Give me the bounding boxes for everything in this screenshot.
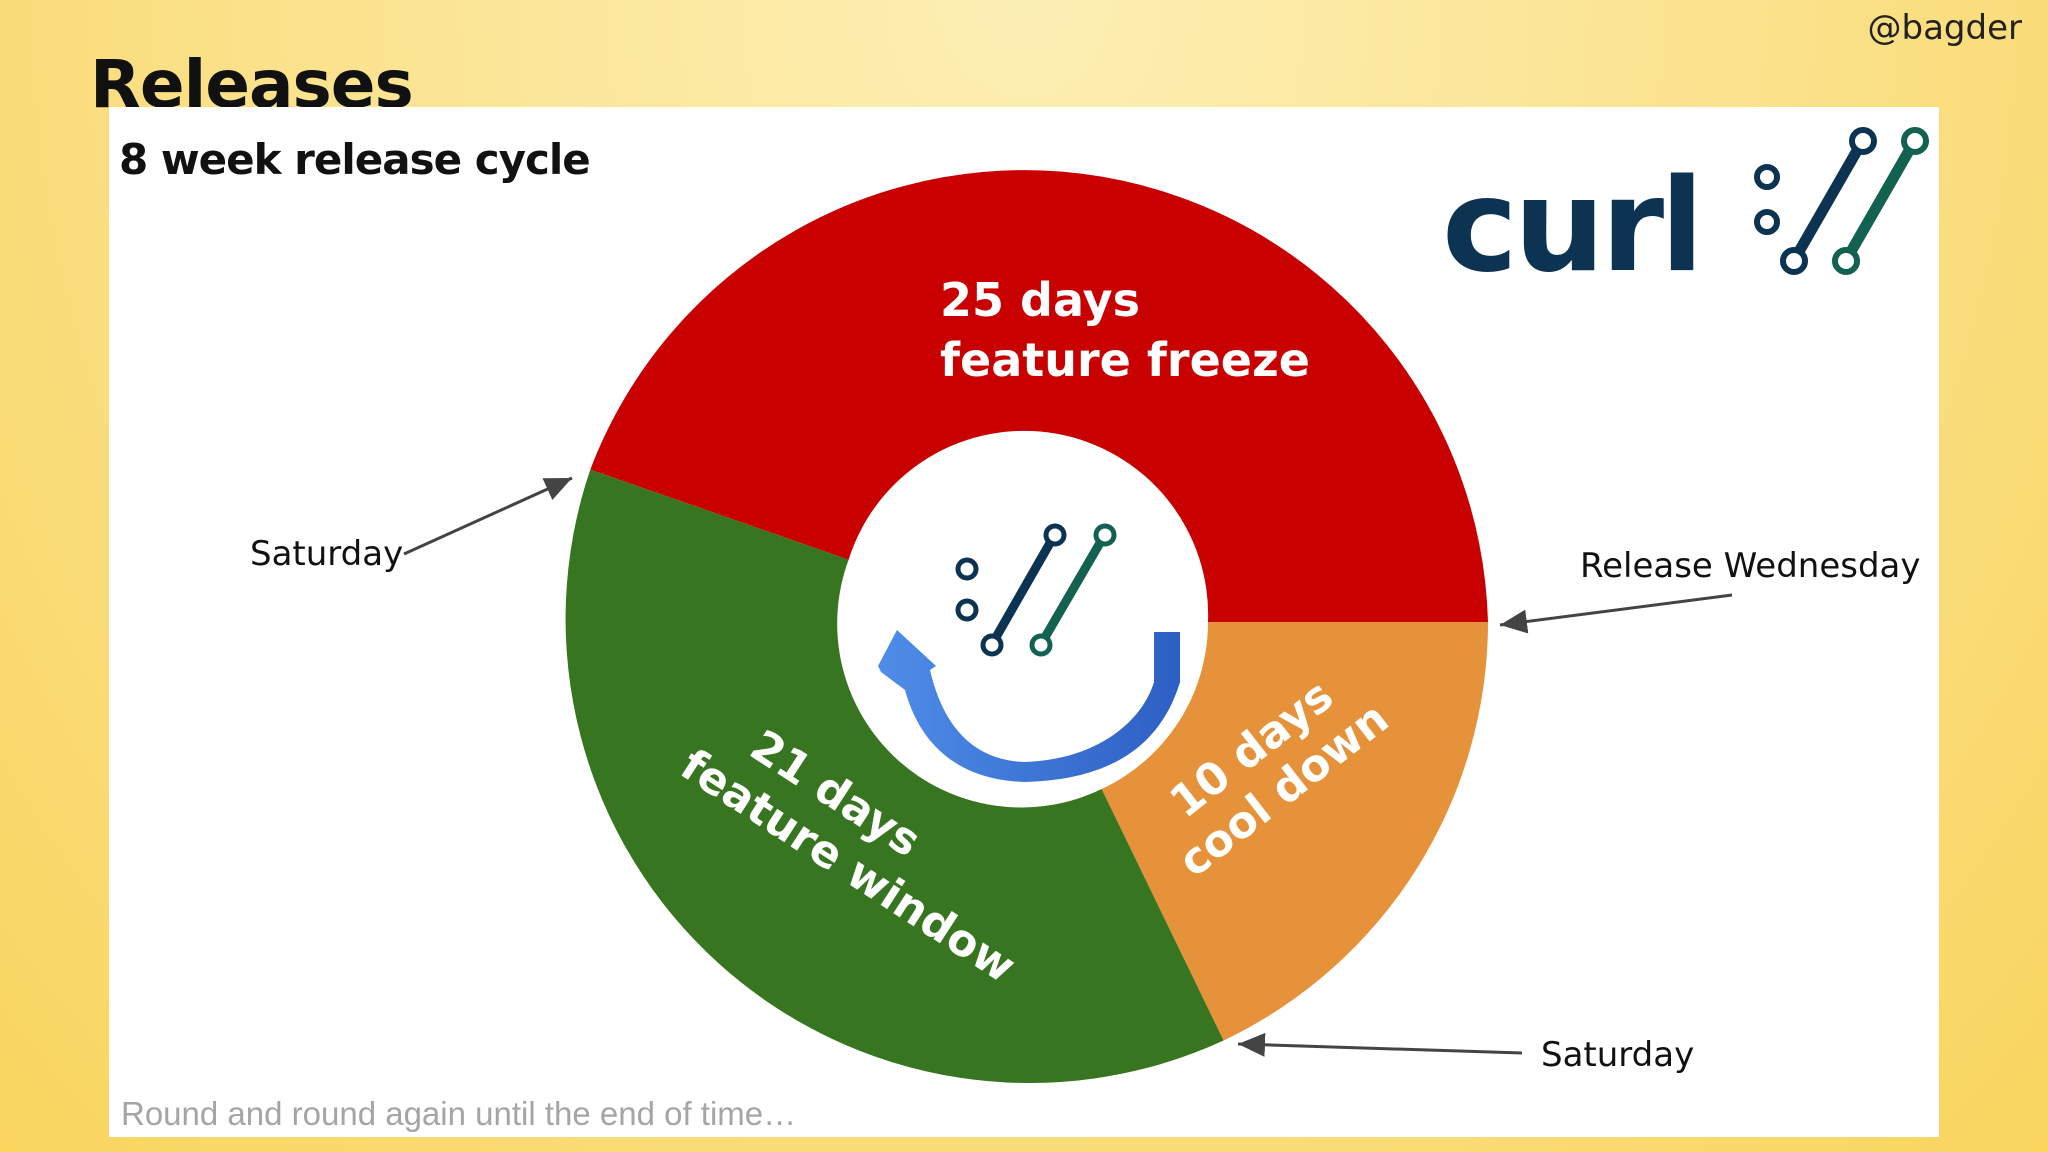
- freeze-days-label: 25 days: [940, 273, 1140, 327]
- saturday-bottom-arrow: [1237, 1032, 1523, 1057]
- segment-cool-down: [1101, 622, 1488, 1041]
- curl-logo-text: curl: [1442, 152, 1700, 301]
- curl-slashes-icon: [955, 523, 1117, 657]
- donut-center: [844, 442, 1204, 802]
- author-handle: @bagder: [1867, 8, 2022, 48]
- slide-title: Releases: [90, 46, 414, 123]
- caption: Round and round again until the end of t…: [121, 1095, 797, 1132]
- segment-feature-freeze: [590, 170, 1488, 623]
- panel-heading: 8 week release cycle: [119, 135, 591, 184]
- release-wednesday-label: Release Wednesday: [1580, 546, 1921, 586]
- curl-logo: curl: [1442, 127, 1929, 301]
- release-arrow: [1499, 593, 1733, 634]
- cycle-arrow-icon: [878, 630, 1180, 782]
- saturday-left-arrow: [403, 476, 573, 556]
- segment-feature-window: [565, 469, 1224, 1084]
- saturday-bottom-label: Saturday: [1541, 1035, 1694, 1075]
- saturday-left-label: Saturday: [250, 534, 403, 574]
- freeze-name-label: feature freeze: [940, 333, 1310, 387]
